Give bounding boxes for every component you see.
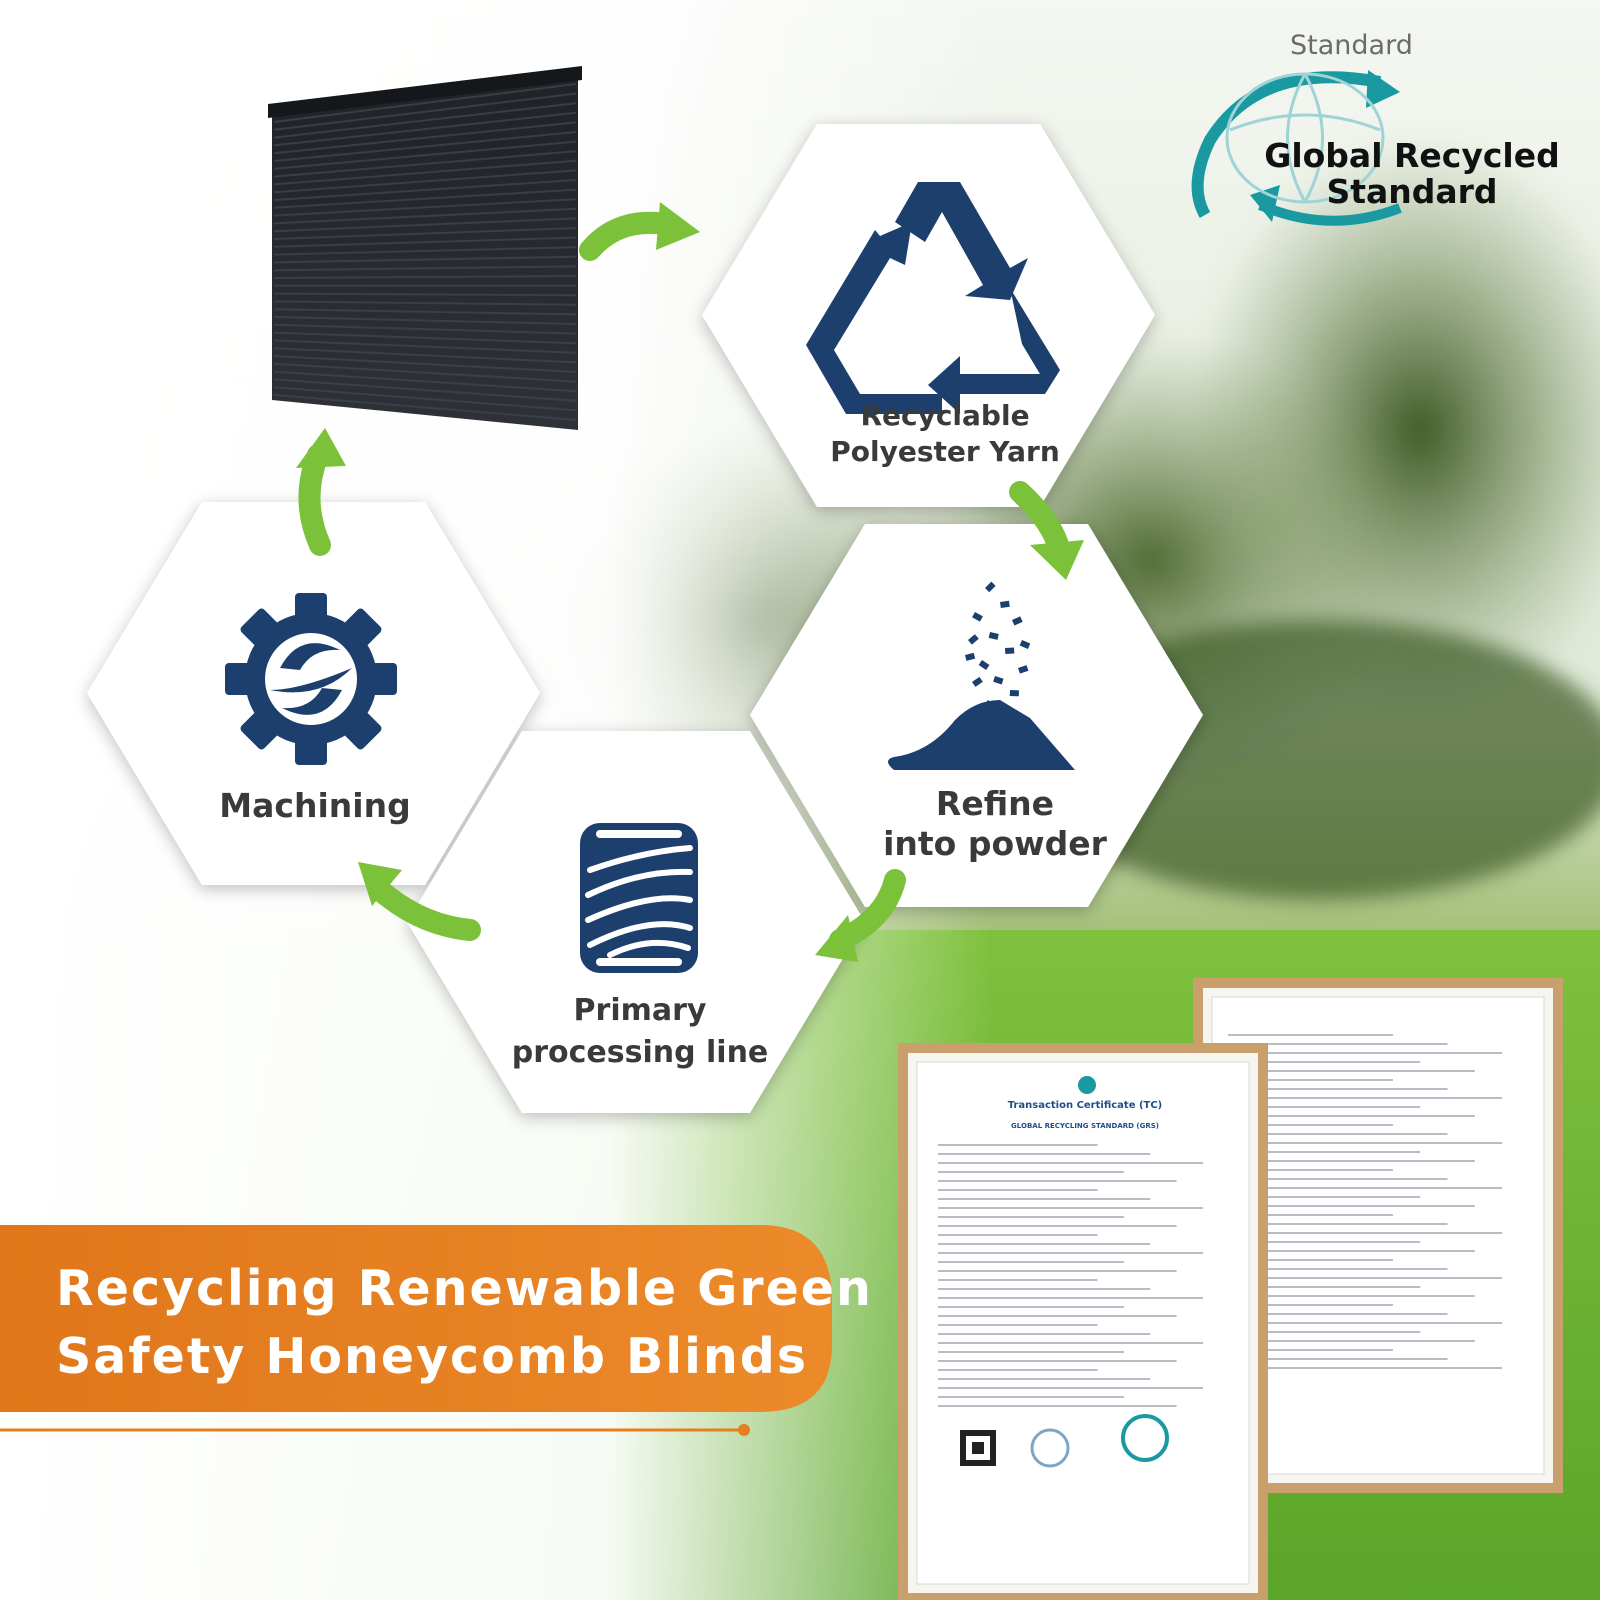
step-recyclable-label: Recyclable Polyester Yarn [800,398,1090,470]
grs-logo-name: Global Recycled Standard [1262,138,1562,210]
grs-standard-label: Standard [1290,30,1413,61]
powder-particle [978,659,990,671]
blind-pleat [273,150,577,178]
powder-particle [1012,616,1023,626]
blind-pleat [273,131,577,162]
blind-pleat [273,236,577,248]
blind-pleat [273,386,577,412]
blind-pleat [273,92,577,131]
blind-pleat [273,355,577,373]
banner-line1: Recycling Renewable Green [56,1260,873,1317]
blind-pleat [273,179,577,201]
powder-particle [972,676,983,687]
blind-pleat [273,227,577,240]
title-banner [0,1225,832,1436]
powder-particle [1018,665,1029,674]
blind-pleat [273,121,577,155]
powder-particle [1019,640,1031,650]
step-recyclable-line2: Polyester Yarn [830,435,1060,468]
blind-pleat [273,316,577,325]
arrow-head-2 [1030,540,1084,580]
step-primary-label: Primary processing line [495,990,785,1074]
blind-pleat [273,347,577,364]
arrow-head-3 [815,915,858,962]
step-refine-line2: into powder [883,824,1107,863]
step-recyclable-line1: Recyclable [860,399,1030,432]
hex-recyclable [702,124,1155,507]
blind-pleat [273,246,577,256]
grs-globe-logo [1191,70,1402,226]
blind-pleat [273,83,577,123]
step-primary-line2: processing line [511,1035,769,1070]
certificate-subtitle: GLOBAL RECYCLING STANDARD (GRS) [1011,1122,1159,1130]
powder-particle [1009,690,1019,697]
banner-headline: Recycling Renewable Green Safety Honeyco… [56,1255,873,1391]
powder-particle [985,581,996,593]
powder-particle [993,676,1004,685]
blind-pleat [273,308,577,316]
step-refine-label: Refine into powder [850,784,1140,864]
blind-pleat [273,102,577,139]
arrow-head-4 [358,862,402,906]
grs-name-line2: Standard [1326,172,1498,211]
blind-pleat [273,275,577,279]
step-primary-line1: Primary [573,993,707,1028]
blind-pleat [273,159,577,186]
blind-pleat [273,394,577,421]
gear-icon [225,593,397,765]
blind-pleat [273,370,577,393]
certificate-front [898,1043,1268,1600]
blind-pleat [273,331,577,345]
powder-particle [1005,647,1015,654]
blind-pleat [273,323,577,335]
step-machining-line1: Machining [219,786,411,825]
blind-pleat [273,140,577,170]
powder-particle [988,632,999,640]
powder-particle [999,600,1010,608]
powder-particle [972,612,983,622]
honeycomb-blind-image [268,66,582,430]
blind-pleat [273,255,577,264]
powder-particle [984,700,995,711]
banner-line2: Safety Honeycomb Blinds [56,1328,809,1385]
blind-pleat [273,198,577,217]
blind-pleat [273,207,577,225]
step-refine-line1: Refine [935,784,1055,823]
certificate-title: Transaction Certificate (TC) [1007,1100,1163,1111]
arrow-head-5 [296,428,346,468]
blind-pleat [273,188,577,209]
grs-name-line1: Global Recycled [1264,136,1560,175]
blind-pleat [273,300,577,306]
recycle-triangle-icon [806,182,1060,414]
blind-pleat [273,217,577,233]
powder-particle [965,652,976,661]
powder-particle [967,634,979,645]
blind-pleat [273,362,577,383]
blind-pleat [273,169,577,194]
blind-pleat [273,292,577,297]
blind-pleat [273,111,577,147]
powder-pile-icon [888,581,1075,770]
yarn-spool-icon [580,823,698,973]
step-machining-label: Machining [170,786,460,826]
blind-pleat [273,339,577,354]
blind-pleat [273,265,577,272]
arrow-head-1 [656,202,700,250]
blind-pleat [273,378,577,402]
